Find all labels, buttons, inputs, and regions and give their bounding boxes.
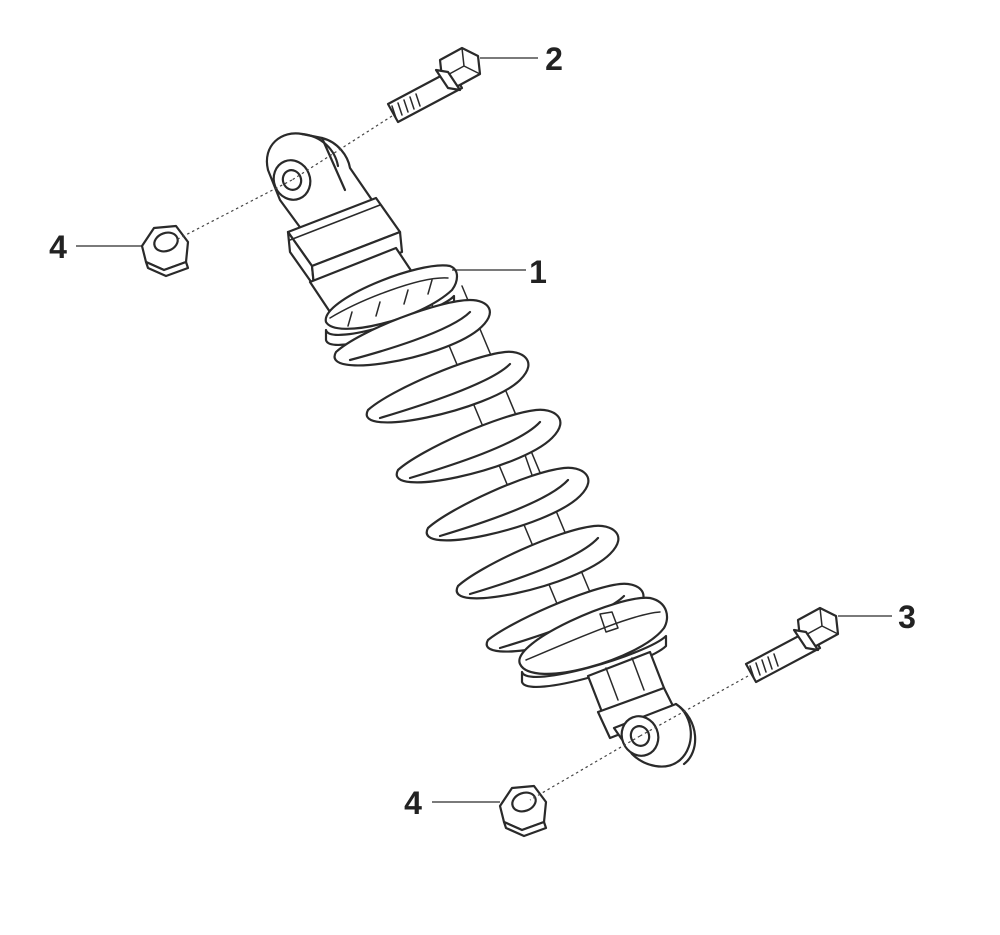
upper-bolt bbox=[386, 46, 482, 124]
callout-label-shock-absorber: 1 bbox=[529, 254, 547, 290]
assembly-lines bbox=[175, 115, 749, 801]
callout-labels: 2 1 3 4 4 bbox=[49, 41, 916, 821]
callout-label-upper-bolt: 2 bbox=[545, 41, 563, 77]
callout-label-lower-bolt: 3 bbox=[898, 599, 916, 635]
upper-nut bbox=[140, 224, 190, 278]
coil-spring bbox=[333, 298, 645, 653]
top-eye-mount bbox=[265, 132, 374, 232]
callout-label-upper-nut: 4 bbox=[49, 229, 67, 265]
leader-lines bbox=[76, 57, 892, 803]
callout-label-lower-nut: 4 bbox=[404, 785, 422, 821]
shock-absorber bbox=[265, 132, 697, 768]
top-cap bbox=[286, 196, 418, 314]
lower-nut bbox=[498, 784, 548, 838]
lower-bolt bbox=[744, 606, 840, 684]
